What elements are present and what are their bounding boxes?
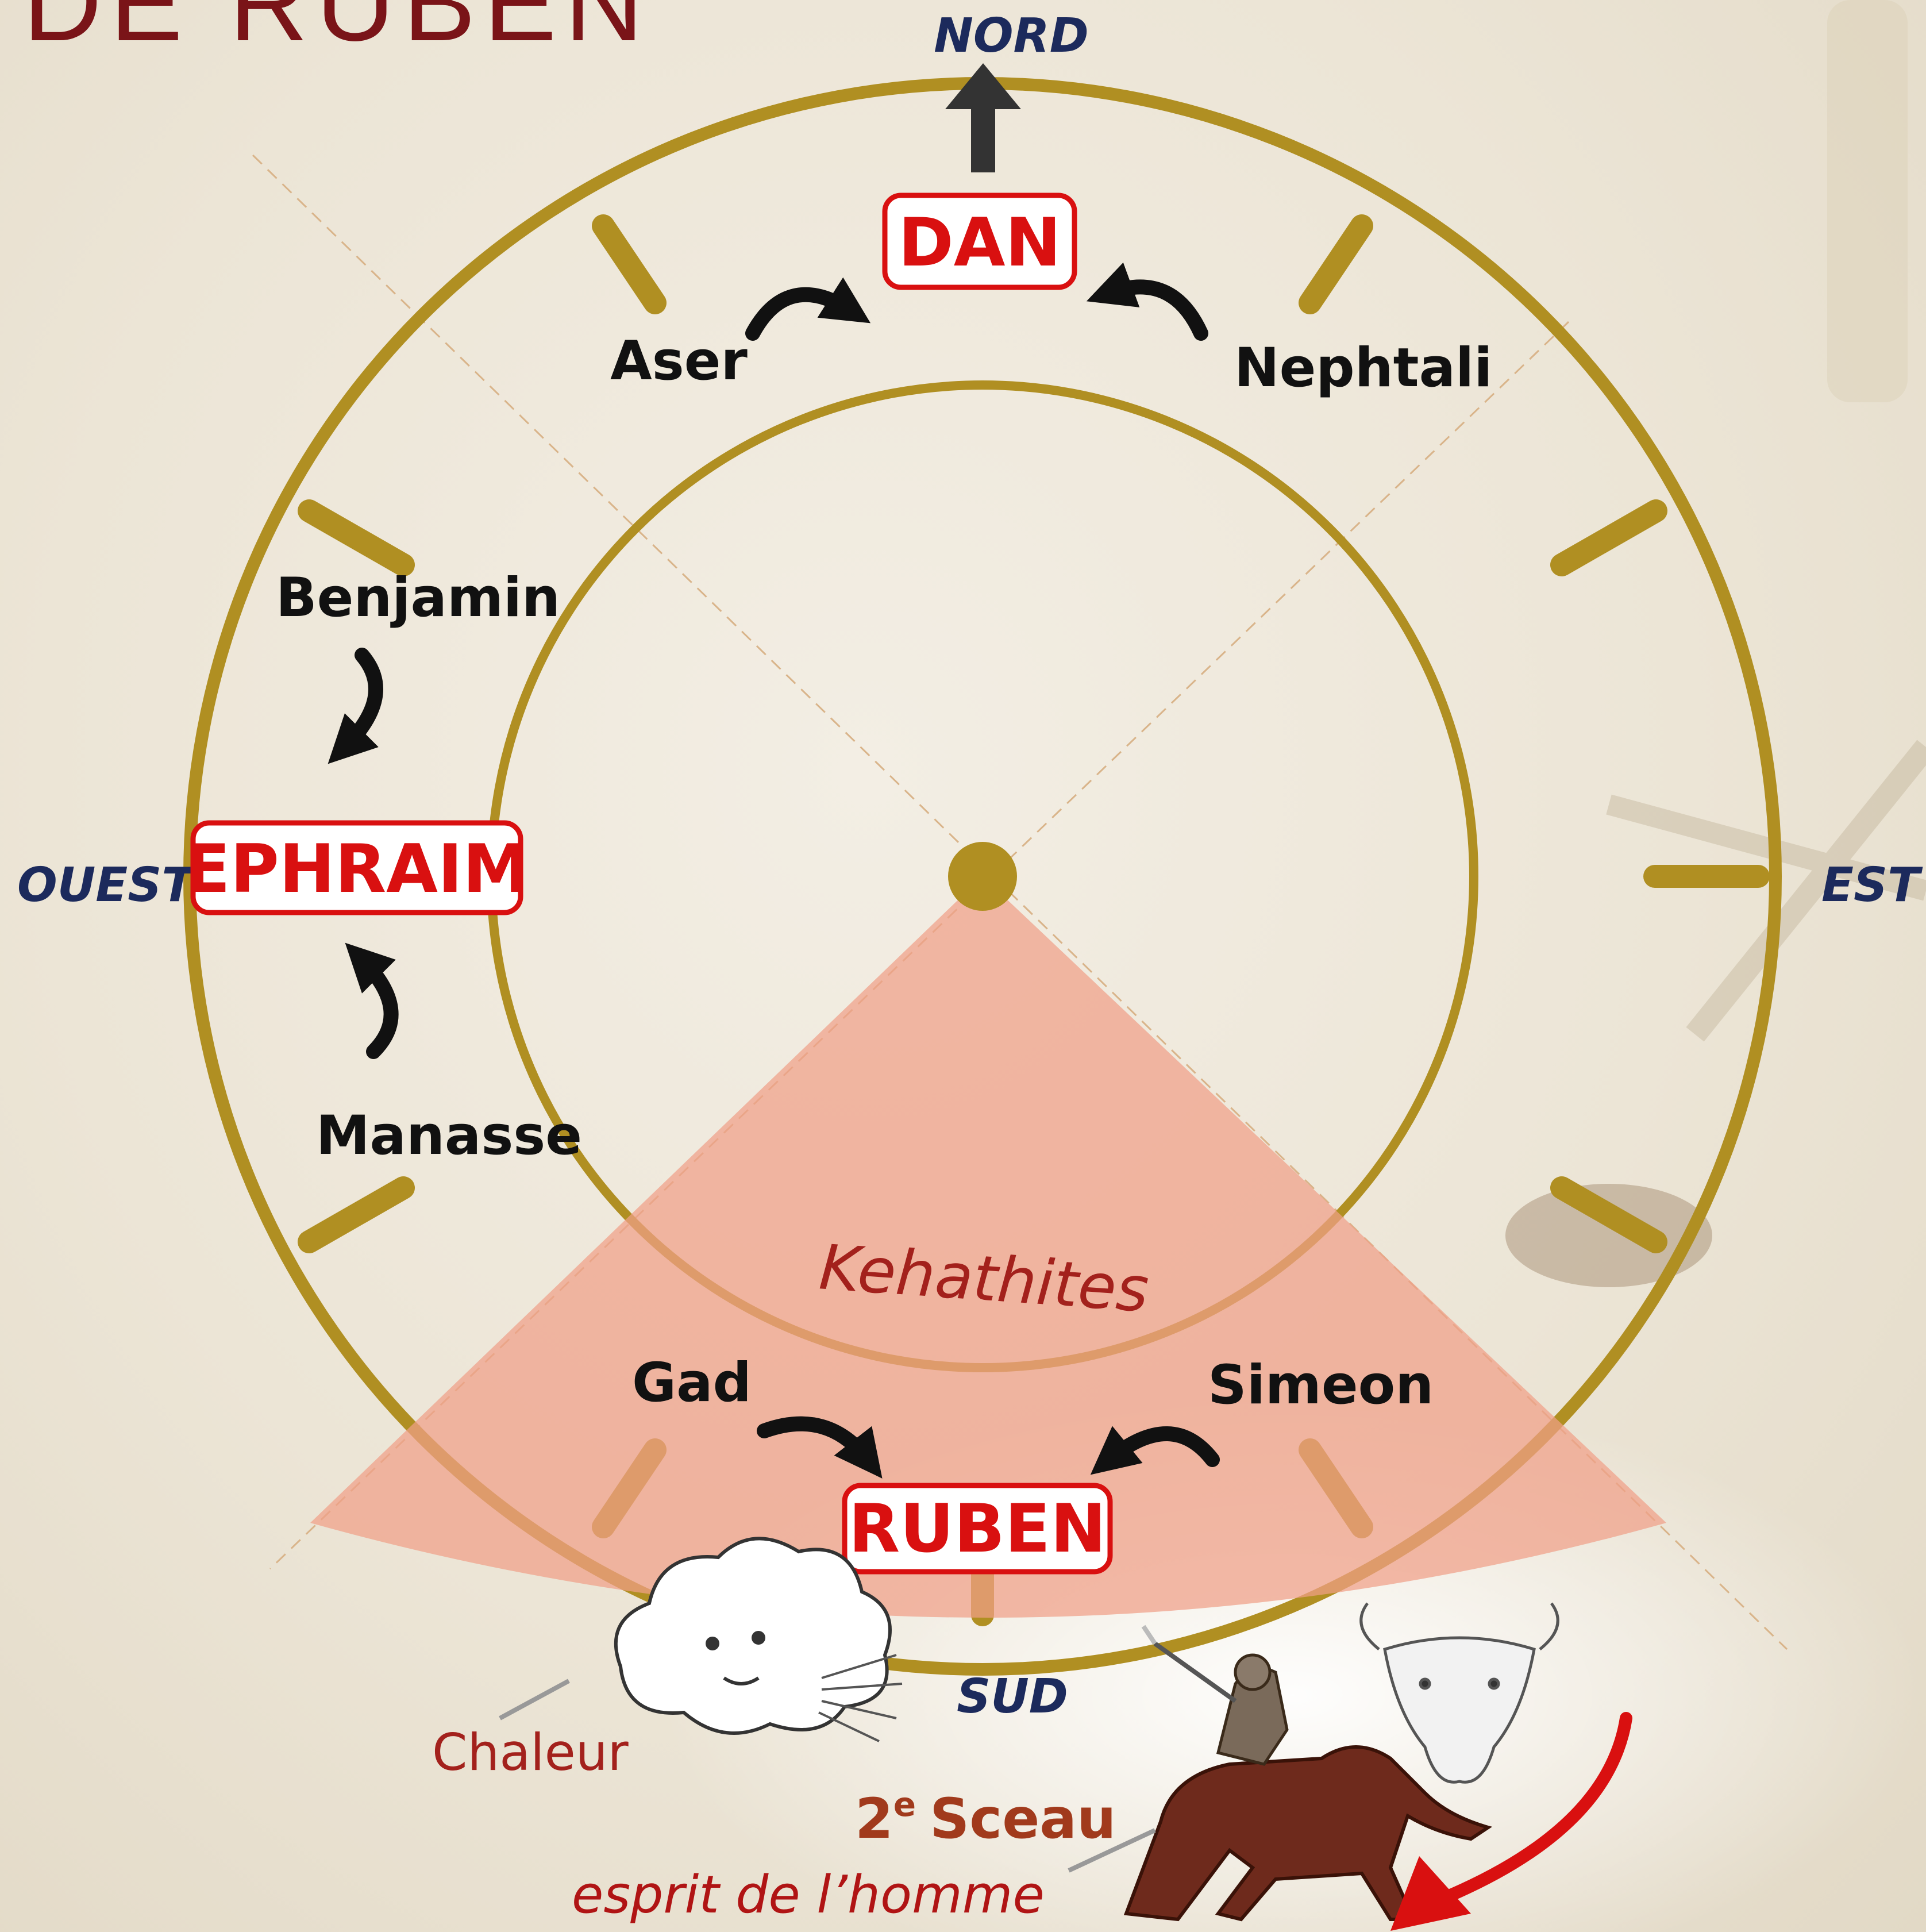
red-arrow-icon <box>1390 1712 1632 1931</box>
seal-word: Sceau <box>930 1787 1116 1851</box>
north-arrow-icon <box>945 63 1021 172</box>
leader-box-dan: DAN <box>882 193 1077 290</box>
tribe-simeon: Simeon <box>1208 1354 1434 1417</box>
direction-north: NORD <box>934 9 1089 63</box>
background-decoration <box>1505 0 1926 1287</box>
tribe-aser: Aser <box>610 330 748 392</box>
seal-pointer <box>1068 1828 1156 1873</box>
ox-head-icon <box>1359 1602 1559 1784</box>
tribe-nephtali: Nephtali <box>1234 337 1492 399</box>
seal-label: 2e Sceau <box>855 1785 1116 1851</box>
tribe-gad: Gad <box>632 1352 752 1414</box>
spirit-label: esprit de l’homme <box>572 1865 1045 1925</box>
chaleur-pointer <box>499 1679 570 1721</box>
center-point <box>948 842 1017 911</box>
seal-number: 2 <box>855 1787 893 1851</box>
horseman-icon <box>1123 1625 1493 1922</box>
kehathites-camp-sector <box>310 876 1666 1618</box>
direction-west: OUEST <box>17 858 197 913</box>
leader-name-dan: DAN <box>898 204 1061 282</box>
tribe-manasse: Manasse <box>316 1104 582 1167</box>
wind-label: Chaleur <box>432 1723 629 1782</box>
leader-box-ephraim: EPHRAIM <box>184 820 529 915</box>
leader-box-ruben: RUBEN <box>842 1483 1113 1575</box>
page-title: DE RUBEN <box>23 0 652 64</box>
leader-name-ephraim: EPHRAIM <box>184 830 529 908</box>
curved-arrow-icon <box>328 262 1220 1479</box>
direction-east: EST <box>1821 858 1923 913</box>
direction-south: SUD <box>957 1669 1068 1724</box>
tribe-benjamin: Benjamin <box>276 567 560 629</box>
leader-name-ruben: RUBEN <box>849 1490 1106 1568</box>
seal-superscript: e <box>893 1785 916 1824</box>
cloud-wind-icon <box>614 1537 903 1742</box>
